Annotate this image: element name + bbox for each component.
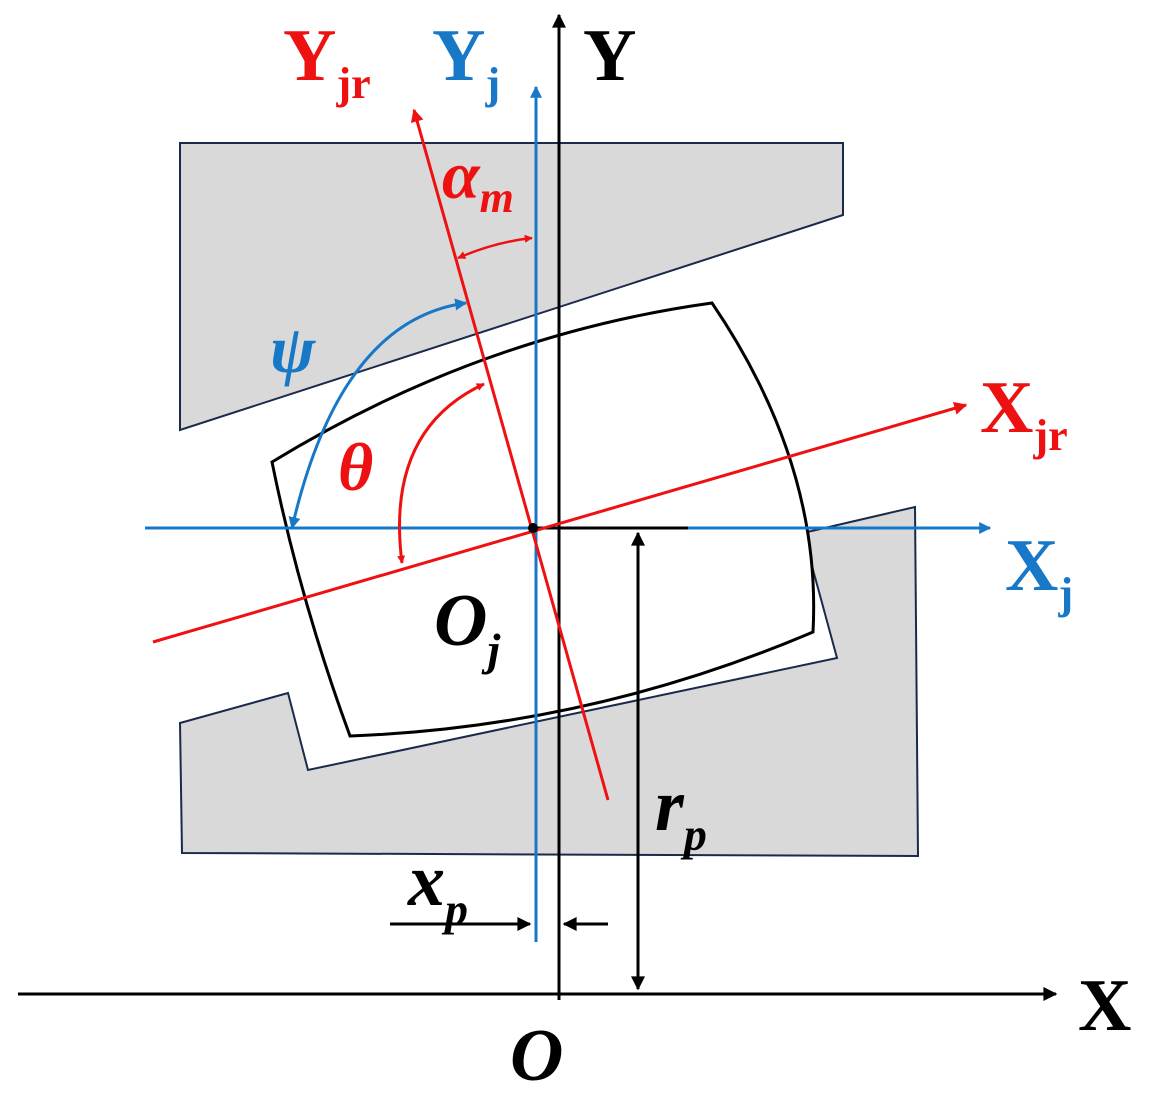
label-joint-y: Yj — [432, 15, 500, 108]
label-global-y: Y — [583, 15, 636, 97]
label-theta: θ — [338, 429, 373, 505]
label-xp: xp — [407, 840, 468, 935]
psi-angle-arc — [288, 298, 468, 530]
label-rotated-x: Xjr — [980, 367, 1068, 460]
label-rotated-y: Yjr — [283, 15, 371, 108]
label-alpha-m: αm — [442, 137, 514, 222]
label-rp: rp — [655, 765, 707, 860]
theta-angle-arc — [397, 382, 485, 564]
joint-origin-dot — [528, 523, 538, 533]
alpha-angle-arc — [457, 234, 533, 260]
label-psi: ψ — [270, 311, 316, 387]
label-global-x: X — [1078, 965, 1131, 1047]
label-joint-x: Xj — [1005, 525, 1073, 618]
label-joint-origin: Oj — [434, 580, 500, 675]
rotated-y-axis — [410, 108, 610, 801]
rotated-x-axis — [152, 402, 968, 644]
label-global-origin: O — [510, 1015, 563, 1097]
